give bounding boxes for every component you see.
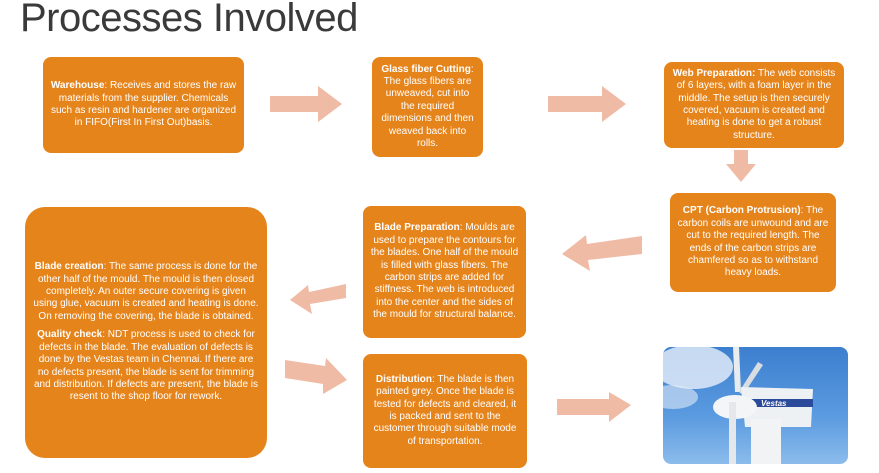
page-title: Processes Involved	[20, 0, 358, 40]
arrow-right-icon	[270, 86, 342, 122]
vestas-logo-text: Vestas	[761, 399, 787, 408]
step-text: The web consists of 6 layers, with a foa…	[676, 67, 836, 141]
step-blade-preparation: Blade Preparation: Moulds are used to pr…	[363, 206, 526, 338]
arrow-right-icon	[557, 392, 631, 422]
step-label: Blade creation	[34, 261, 104, 273]
step-text: : The carbon coils are unwound and are c…	[677, 205, 829, 279]
step-label: Glass fiber Cutting	[381, 63, 471, 75]
wind-turbine-image: Vestas	[663, 347, 813, 464]
step-web-preparation: Web Preparation: The web consists of 6 l…	[664, 62, 844, 148]
step-text: : Receives and stores the raw materials …	[50, 80, 237, 129]
step-cpt: CPT (Carbon Protrusion): The carbon coil…	[670, 193, 836, 292]
step-text: : The same process is done for the other…	[33, 261, 259, 322]
step-label: Distribution	[375, 373, 432, 385]
arrow-down-icon	[726, 150, 756, 182]
step-text: : Moulds are used to prepare the contour…	[370, 222, 519, 321]
step-distribution: Distribution: The blade is then painted …	[363, 354, 527, 468]
step-warehouse: Warehouse: Receives and stores the raw m…	[43, 57, 244, 153]
step-text: : The glass fibers are unweaved, cut int…	[381, 63, 474, 150]
arrow-right-icon	[548, 86, 626, 122]
step-blade-creation: Blade creation: The same process is done…	[25, 207, 267, 458]
wind-turbine-photo: Vestas	[663, 347, 848, 464]
step-label: Web Preparation:	[672, 67, 756, 79]
step-text: : The blade is then painted grey. Once t…	[373, 373, 517, 447]
arrow-left-icon	[290, 284, 346, 314]
arrow-right-icon	[285, 358, 347, 394]
step-glass-fiber-cutting: Glass fiber Cutting: The glass fibers ar…	[372, 57, 483, 157]
step-label: CPT (Carbon Protrusion)	[682, 205, 801, 217]
step-label: Quality check	[37, 329, 103, 341]
step-label: Blade Preparation	[374, 222, 460, 234]
step-label: Warehouse	[50, 80, 105, 92]
arrow-left-icon	[562, 235, 642, 271]
step-text: : NDT process is used to check for defec…	[33, 329, 259, 403]
